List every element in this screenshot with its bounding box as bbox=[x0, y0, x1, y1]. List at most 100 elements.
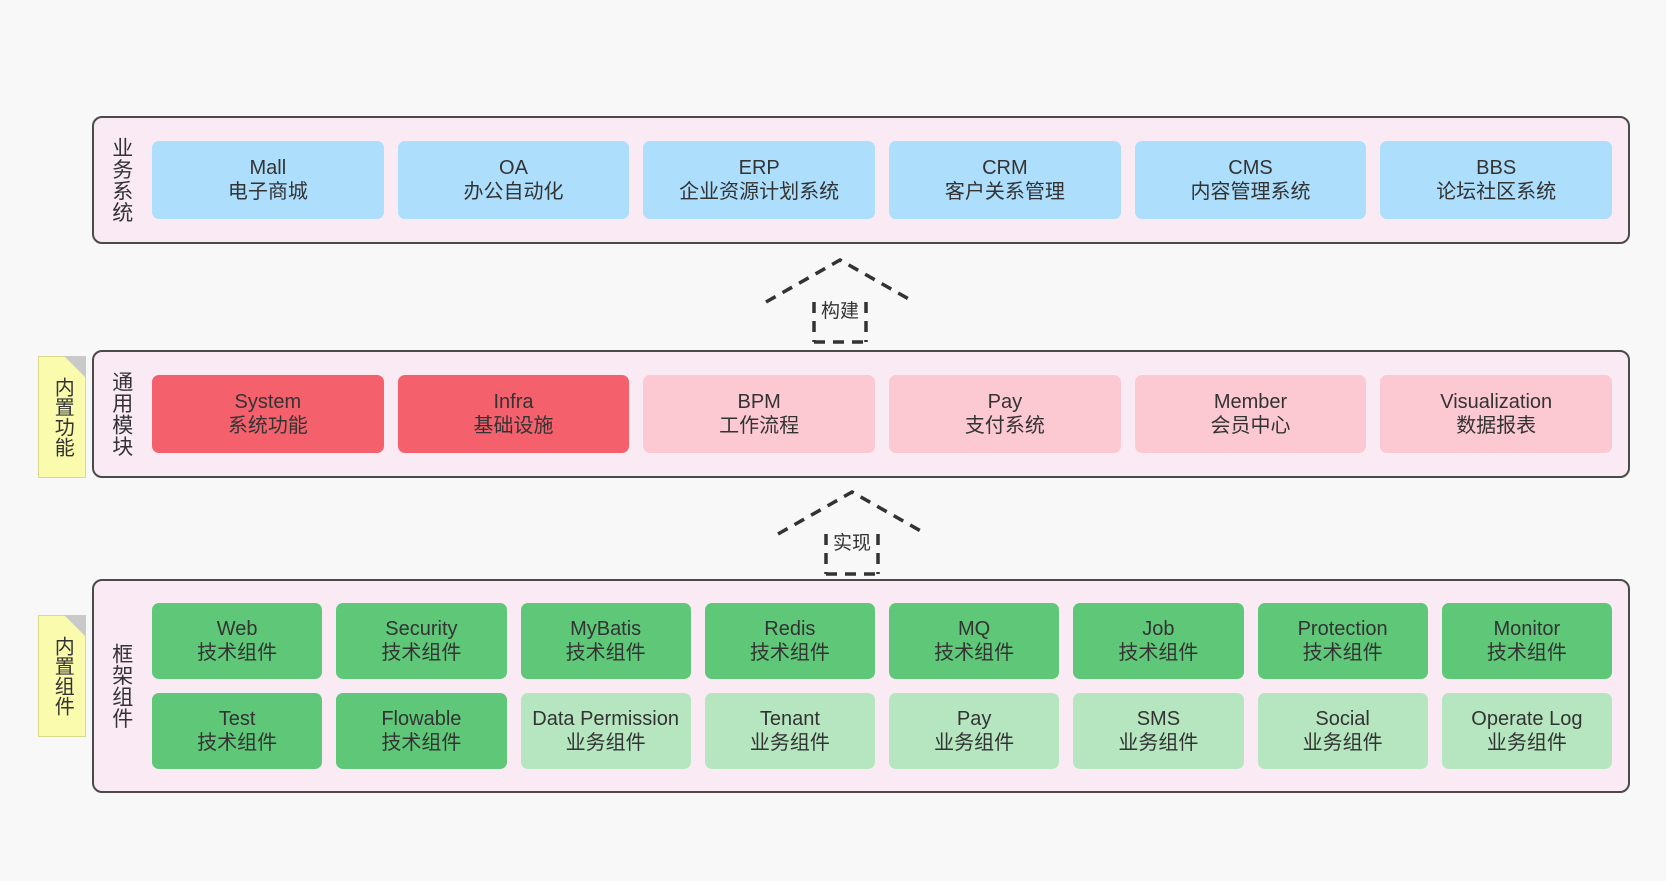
card-crm[interactable]: CRM 客户关系管理 bbox=[889, 141, 1121, 219]
card-pay[interactable]: Pay 支付系统 bbox=[889, 375, 1121, 453]
card-web[interactable]: Web 技术组件 bbox=[152, 603, 323, 679]
card-title: Tenant bbox=[759, 707, 820, 730]
card-mall[interactable]: Mall 电子商城 bbox=[152, 141, 384, 219]
card-subtitle: 客户关系管理 bbox=[944, 181, 1065, 203]
card-title: Social bbox=[1315, 707, 1370, 730]
card-title: Visualization bbox=[1440, 390, 1553, 413]
card-subtitle: 系统功能 bbox=[227, 415, 308, 437]
arrowhead-open-up bbox=[765, 257, 915, 304]
card-title: Pay bbox=[956, 707, 992, 730]
card-title: Web bbox=[216, 617, 258, 640]
card-protection[interactable]: Protection 技术组件 bbox=[1257, 603, 1428, 679]
card-title: Operate Log bbox=[1471, 707, 1583, 730]
card-subtitle: 业务组件 bbox=[565, 732, 646, 754]
card-bpm[interactable]: BPM 工作流程 bbox=[643, 375, 876, 453]
card-oa[interactable]: OA 办公自动化 bbox=[397, 141, 630, 219]
card-bbs[interactable]: BBS 论坛社区系统 bbox=[1380, 141, 1613, 219]
card-title: Protection bbox=[1297, 617, 1388, 640]
connector-label-implement: 实现 bbox=[830, 528, 874, 555]
card-mq[interactable]: MQ 技术组件 bbox=[889, 603, 1060, 679]
card-title: System bbox=[234, 390, 302, 413]
card-subtitle: 技术组件 bbox=[1118, 642, 1199, 664]
connector-label-build: 构建 bbox=[818, 296, 862, 323]
card-title: CRM bbox=[982, 156, 1028, 179]
layer-common-modules: 通用模块 System 系统功能 Infra 基础设施 BPM 工作流程 Pay… bbox=[92, 350, 1630, 478]
note-builtin-features: 内置功能 bbox=[38, 356, 86, 478]
note-label: 内置功能 bbox=[51, 377, 74, 457]
card-title: MQ bbox=[958, 617, 991, 640]
connector-implement: 实现 bbox=[770, 489, 934, 576]
card-subtitle: 内容管理系统 bbox=[1190, 181, 1311, 203]
card-title: Mall bbox=[249, 156, 287, 179]
layer-label-framework: 框架组件 bbox=[109, 643, 133, 729]
card-operate-log[interactable]: Operate Log 业务组件 bbox=[1441, 693, 1612, 769]
card-subtitle: 技术组件 bbox=[381, 642, 462, 664]
card-subtitle: 数据报表 bbox=[1456, 415, 1537, 437]
card-subtitle: 技术组件 bbox=[1486, 642, 1567, 664]
card-flowable[interactable]: Flowable 技术组件 bbox=[336, 693, 507, 769]
card-subtitle: 技术组件 bbox=[565, 642, 646, 664]
card-tenant[interactable]: Tenant 业务组件 bbox=[704, 693, 875, 769]
card-subtitle: 技术组件 bbox=[197, 642, 278, 664]
framework-biz-row: Test 技术组件 Flowable 技术组件 Data Permission … bbox=[152, 693, 1612, 769]
card-subtitle: 业务组件 bbox=[1302, 732, 1383, 754]
card-subtitle: 企业资源计划系统 bbox=[679, 181, 840, 203]
card-infra[interactable]: Infra 基础设施 bbox=[397, 375, 630, 453]
card-subtitle: 业务组件 bbox=[1118, 732, 1199, 754]
card-subtitle: 论坛社区系统 bbox=[1436, 181, 1557, 203]
card-title: ERP bbox=[738, 156, 780, 179]
card-visualization[interactable]: Visualization 数据报表 bbox=[1380, 375, 1613, 453]
layer-body-framework: Web 技术组件 Security 技术组件 MyBatis 技术组件 Redi… bbox=[140, 581, 1628, 791]
card-social[interactable]: Social 业务组件 bbox=[1257, 693, 1428, 769]
card-subtitle: 技术组件 bbox=[381, 732, 462, 754]
card-pay-component[interactable]: Pay 业务组件 bbox=[889, 693, 1060, 769]
card-cms[interactable]: CMS 内容管理系统 bbox=[1134, 141, 1367, 219]
card-title: Job bbox=[1142, 617, 1175, 640]
card-subtitle: 基础设施 bbox=[473, 415, 554, 437]
card-sms[interactable]: SMS 业务组件 bbox=[1073, 693, 1244, 769]
card-system[interactable]: System 系统功能 bbox=[152, 375, 384, 453]
layer-body-modules: System 系统功能 Infra 基础设施 BPM 工作流程 Pay 支付系统… bbox=[140, 352, 1628, 476]
card-title: MyBatis bbox=[570, 617, 642, 640]
card-erp[interactable]: ERP 企业资源计划系统 bbox=[643, 141, 876, 219]
card-monitor[interactable]: Monitor 技术组件 bbox=[1441, 603, 1612, 679]
card-subtitle: 业务组件 bbox=[934, 732, 1015, 754]
card-title: BBS bbox=[1476, 156, 1517, 179]
card-subtitle: 会员中心 bbox=[1210, 415, 1291, 437]
layer-business-systems: 业务系统 Mall 电子商城 OA 办公自动化 ERP 企业资源计划系统 CRM… bbox=[92, 116, 1630, 244]
layer-label-business: 业务系统 bbox=[109, 137, 133, 223]
card-subtitle: 业务组件 bbox=[1486, 732, 1567, 754]
card-security[interactable]: Security 技术组件 bbox=[336, 603, 507, 679]
card-title: Data Permission bbox=[532, 707, 679, 730]
framework-tech-row: Web 技术组件 Security 技术组件 MyBatis 技术组件 Redi… bbox=[152, 603, 1612, 679]
card-subtitle: 技术组件 bbox=[934, 642, 1015, 664]
card-subtitle: 支付系统 bbox=[964, 415, 1045, 437]
card-subtitle: 工作流程 bbox=[719, 415, 800, 437]
card-title: Redis bbox=[764, 617, 816, 640]
card-subtitle: 技术组件 bbox=[1302, 642, 1383, 664]
layer-label-modules: 通用模块 bbox=[109, 371, 133, 457]
layer-framework-components: 框架组件 Web 技术组件 Security 技术组件 MyBatis 技术组件… bbox=[92, 579, 1630, 793]
card-test[interactable]: Test 技术组件 bbox=[152, 693, 323, 769]
card-title: OA bbox=[499, 156, 528, 179]
card-title: CMS bbox=[1228, 156, 1273, 179]
card-subtitle: 办公自动化 bbox=[463, 181, 564, 203]
card-member[interactable]: Member 会员中心 bbox=[1134, 375, 1367, 453]
card-subtitle: 技术组件 bbox=[749, 642, 830, 664]
card-redis[interactable]: Redis 技术组件 bbox=[704, 603, 875, 679]
card-subtitle: 技术组件 bbox=[197, 732, 278, 754]
card-mybatis[interactable]: MyBatis 技术组件 bbox=[520, 603, 691, 679]
card-data-permission[interactable]: Data Permission 业务组件 bbox=[520, 693, 691, 769]
arrowhead-open-up bbox=[777, 489, 927, 536]
card-job[interactable]: Job 技术组件 bbox=[1073, 603, 1244, 679]
card-title: Flowable bbox=[381, 707, 462, 730]
note-builtin-components: 内置组件 bbox=[38, 615, 86, 737]
modules-card-row: System 系统功能 Infra 基础设施 BPM 工作流程 Pay 支付系统… bbox=[152, 375, 1613, 453]
card-title: SMS bbox=[1136, 707, 1181, 730]
card-title: Test bbox=[218, 707, 256, 730]
note-label: 内置组件 bbox=[51, 636, 74, 716]
connector-build: 构建 bbox=[758, 257, 922, 344]
card-title: Security bbox=[385, 617, 458, 640]
card-title: Member bbox=[1213, 390, 1288, 413]
layer-body-business: Mall 电子商城 OA 办公自动化 ERP 企业资源计划系统 CRM 客户关系… bbox=[140, 118, 1628, 242]
